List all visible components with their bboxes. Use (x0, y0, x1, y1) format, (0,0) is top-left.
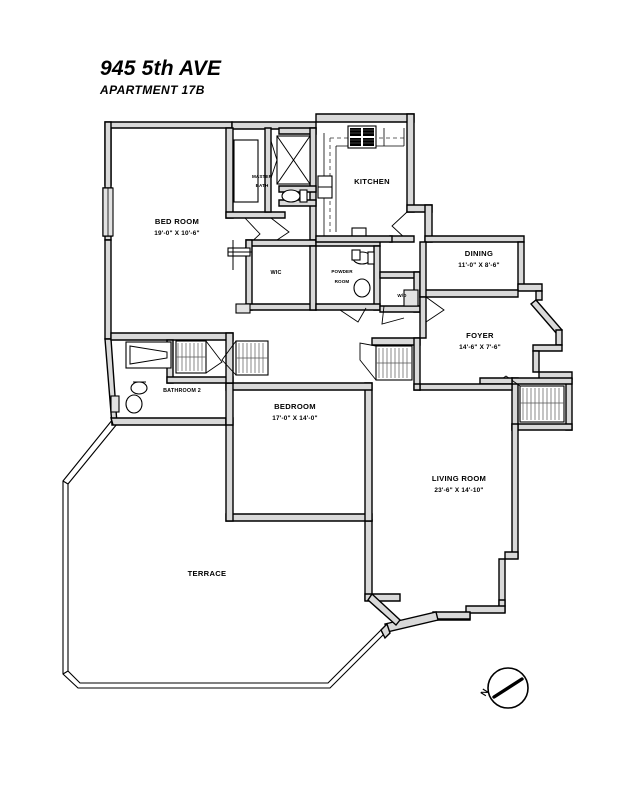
bathroom2-walls (110, 332, 234, 414)
interior-partitions (225, 382, 401, 627)
label-powder-room-2: ROOM (335, 279, 350, 284)
label-wic: WIC (270, 270, 281, 276)
compass-rose: N (478, 667, 529, 709)
corridor-closets (221, 332, 269, 384)
label-master-bath: MASTER (252, 174, 273, 179)
dim-bed-room: 19'-0" X 10'-6" (154, 230, 200, 237)
label-powder-room: POWDER (331, 269, 353, 274)
kitchen (315, 125, 415, 243)
closet-hatch-foyer (520, 388, 564, 420)
living-room-exterior-walls (380, 423, 519, 640)
range-burners (350, 128, 374, 146)
closet-hatch-bath2 (175, 340, 207, 374)
label-living-room: LIVING ROOM (432, 474, 486, 483)
label-bathroom-2: BATHROOM 2 (163, 388, 201, 394)
building-address: 945 5th AVE (100, 57, 222, 80)
compass-north-label: N (478, 687, 490, 698)
wic-walls (227, 239, 317, 314)
label-terrace: TERRACE (188, 569, 227, 578)
label-master-bath-2: BATH (256, 183, 269, 188)
dim-foyer: 14'-6" X 7'-6" (459, 344, 501, 351)
master-bath (225, 127, 317, 249)
right-exterior-walls (511, 241, 573, 431)
closet-hatch-corridor (236, 343, 268, 373)
foyer-closet (479, 375, 573, 423)
dining-foyer-walls (419, 241, 519, 339)
label-bedroom: BEDROOM (274, 402, 316, 411)
label-foyer: FOYER (466, 331, 494, 340)
bedroom-window-details (102, 187, 114, 237)
dim-living-room: 23'-6" X 14'-10" (434, 487, 483, 494)
title-block: 945 5th AVE APARTMENT 17B (100, 57, 222, 98)
label-kitchen: KITCHEN (354, 177, 390, 186)
washer-dryer-closet (379, 271, 421, 325)
dim-dining: 11'-0" X 8'-6" (458, 262, 499, 269)
label-dining: DINING (465, 249, 493, 258)
living-foyer-walls (413, 383, 513, 391)
apartment-number: APARTMENT 17B (100, 83, 205, 98)
terrace-outline (62, 418, 386, 689)
dim-bedroom: 17'-0" X 14'-0" (272, 415, 318, 422)
kitchen-exterior-walls (231, 113, 525, 243)
bedroom-closet-right (359, 337, 421, 391)
label-bed-room: BED ROOM (155, 217, 199, 226)
room-labels: BED ROOM 19'-0" X 10'-6" MASTER BATH KIT… (154, 174, 501, 578)
label-washer-dryer: W/D (397, 293, 407, 298)
closet-hatch-bedroom (376, 348, 412, 378)
